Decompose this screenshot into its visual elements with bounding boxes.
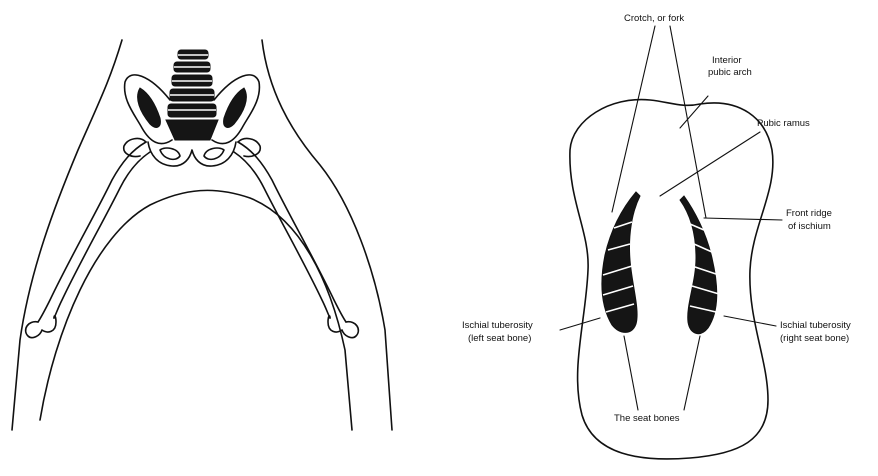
pubic-ramus-line [660, 132, 760, 196]
label-front-ridge-2: of ischium [788, 221, 831, 232]
right-tuberosity-line [724, 316, 776, 326]
knee-right [328, 316, 358, 338]
label-pubic-ramus: Pubic ramus [757, 118, 810, 129]
horse-back-arch [40, 190, 352, 430]
obturator-left [160, 148, 180, 159]
torso-outline-left [12, 40, 122, 430]
ilium-right-shade [224, 88, 247, 127]
label-crotch: Crotch, or fork [624, 13, 684, 24]
spine [166, 50, 218, 140]
label-left-tuberosity-2: (left seat bone) [468, 333, 531, 344]
seat-bones-line-right [684, 336, 700, 410]
seat-bones-line-left [624, 336, 638, 410]
front-ridge-line [704, 218, 782, 220]
label-right-tuberosity-2: (right seat bone) [780, 333, 849, 344]
pelvis-lower [148, 142, 236, 166]
femur-right-head [238, 139, 260, 157]
ilium-left-shade [138, 88, 161, 127]
knee-left [26, 316, 56, 338]
label-seat-bones: The seat bones [614, 413, 680, 424]
femur-left-head [124, 139, 146, 157]
label-left-tuberosity-1: Ischial tuberosity [462, 320, 533, 331]
label-interior-arch-1: Interior [712, 55, 742, 66]
label-interior-arch-2: pubic arch [708, 67, 752, 78]
body-outline [570, 100, 773, 459]
label-right-tuberosity-1: Ischial tuberosity [780, 320, 851, 331]
right-seat-bone [680, 196, 717, 334]
seat-bones-figure: Crotch, or fork Interior pubic arch Pubi… [462, 13, 851, 459]
pelvis-horse-figure [12, 40, 392, 430]
femur-left-inner [54, 152, 150, 318]
torso-outline-right [262, 40, 392, 430]
femur-right-inner [234, 152, 330, 318]
obturator-right [204, 148, 224, 159]
left-tuberosity-line [560, 318, 600, 330]
crotch-line-left [612, 26, 655, 212]
label-front-ridge-1: Front ridge [786, 208, 832, 219]
femur-left [38, 142, 146, 322]
crotch-line-right [670, 26, 706, 218]
